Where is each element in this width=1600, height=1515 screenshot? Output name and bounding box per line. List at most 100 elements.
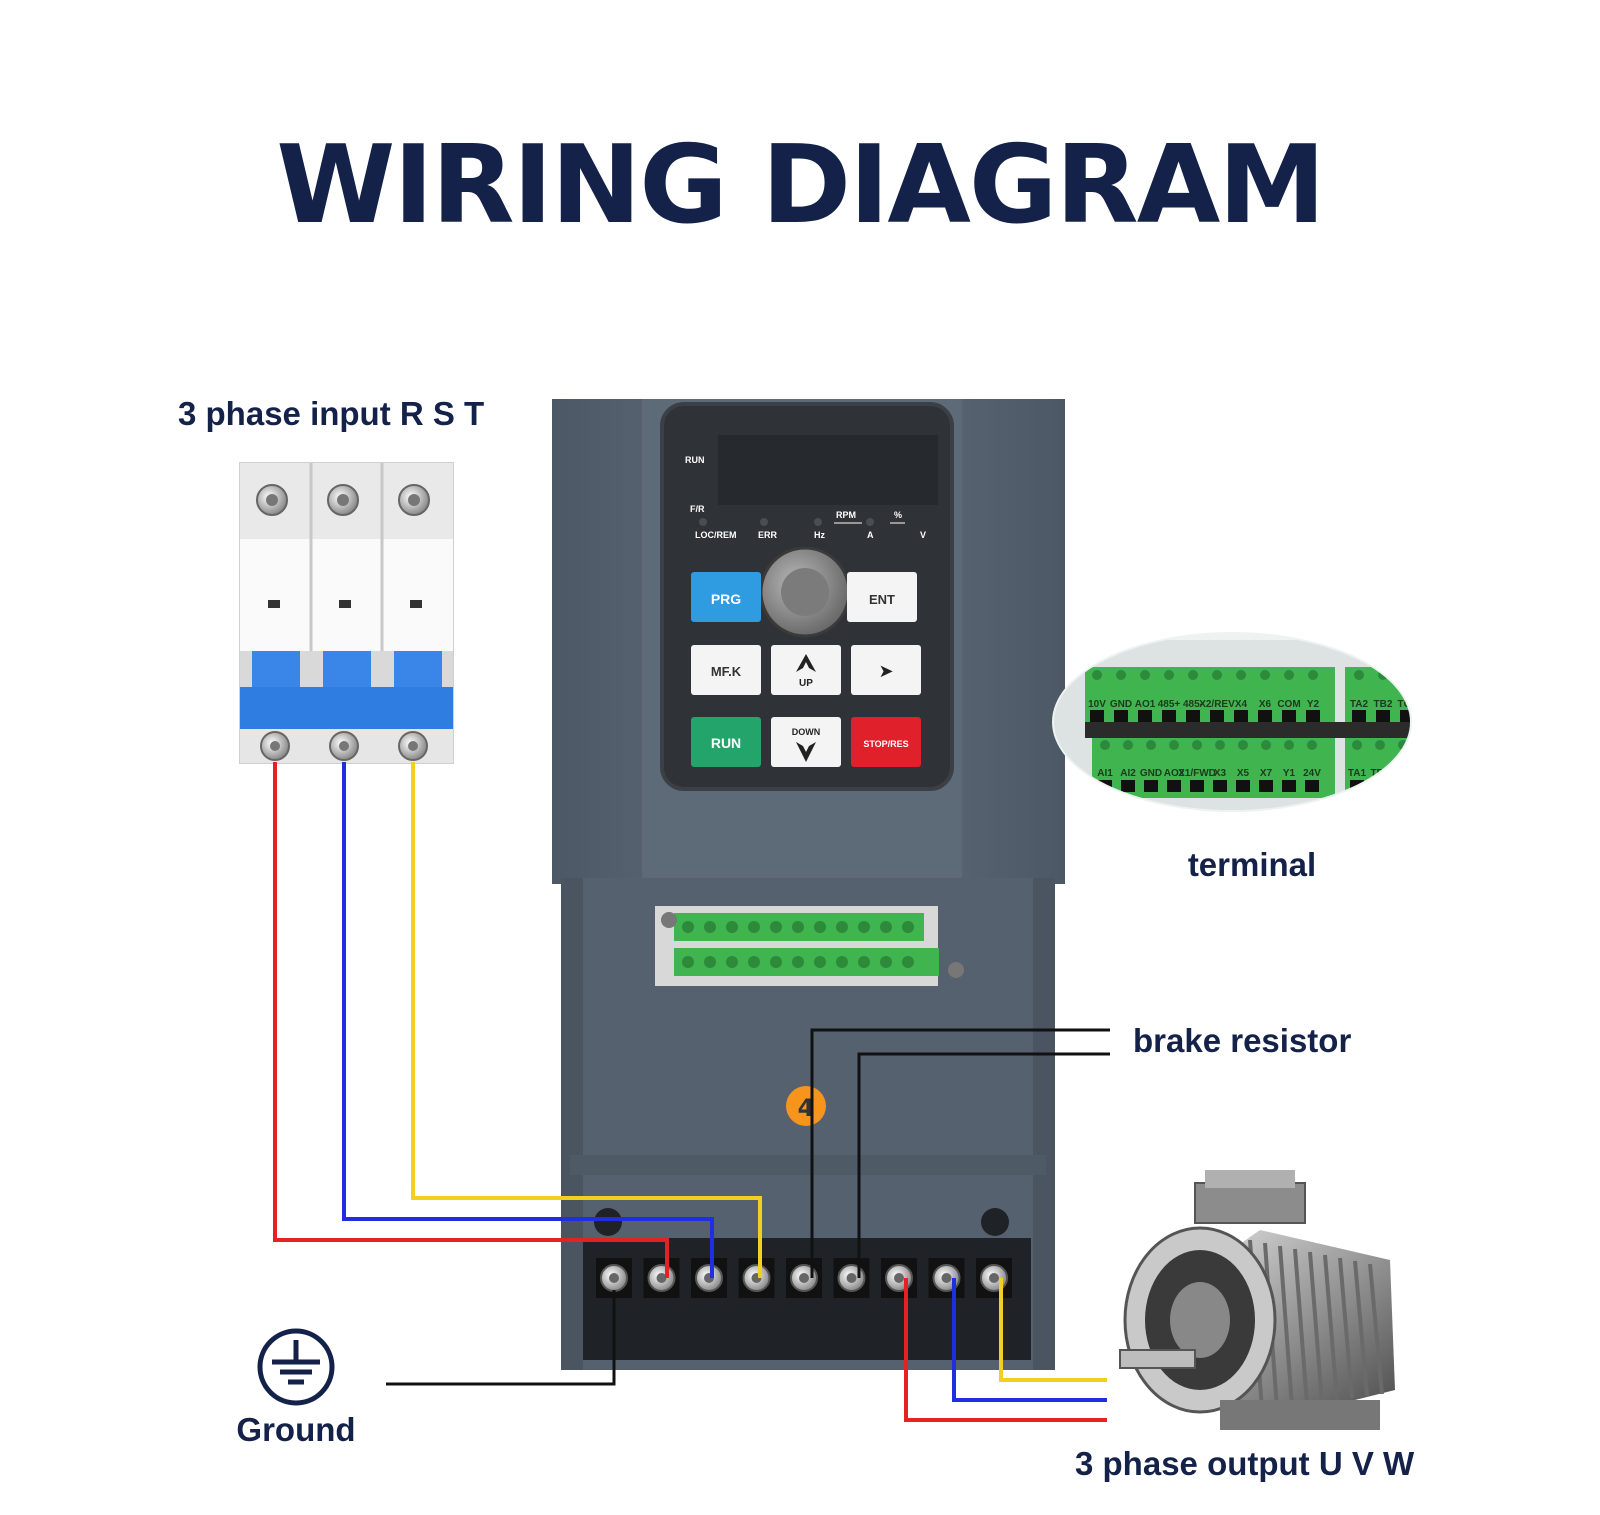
- svg-text:PRG: PRG: [711, 591, 741, 607]
- motor-fin: [1353, 1260, 1369, 1397]
- zoom-screw: [1116, 670, 1126, 680]
- control-screw: [770, 956, 782, 968]
- mfk-key[interactable]: MF.K: [691, 645, 761, 695]
- ground-symbol: Ground: [236, 1328, 356, 1448]
- terminal-pin-label: AI1: [1097, 768, 1113, 779]
- zoom-socket: [1190, 780, 1204, 792]
- shift-key[interactable]: ➤: [851, 645, 921, 695]
- zoom-socket: [1396, 780, 1410, 792]
- zoom-socket: [1090, 710, 1104, 722]
- lcd-display: [718, 435, 938, 505]
- power-screw-center: [941, 1273, 952, 1283]
- control-screw: [726, 956, 738, 968]
- zoom-socket: [1258, 710, 1272, 722]
- terminal-pin-label: X1/FWD: [1178, 768, 1216, 779]
- zoom-socket: [1352, 710, 1366, 722]
- terminal-pin-label: TA1: [1348, 768, 1367, 779]
- power-screw-center: [846, 1273, 857, 1283]
- control-terminal-block: [655, 906, 964, 986]
- zoom-screw: [1212, 670, 1222, 680]
- control-screw: [792, 956, 804, 968]
- terminal-pin-label: 10V: [1088, 699, 1106, 710]
- circuit-breaker: 3 phase input R S T: [178, 395, 484, 764]
- zoom-screw: [1169, 740, 1179, 750]
- brake-resistor-wires: [810, 1028, 1110, 1278]
- motor-fin: [1278, 1245, 1294, 1407]
- control-screw: [682, 956, 694, 968]
- zoom-screw: [1402, 670, 1410, 680]
- terminal-pin-label: TC2: [1398, 699, 1417, 710]
- shift-arrow-icon: ➤: [878, 661, 893, 682]
- zoom-socket: [1186, 710, 1200, 722]
- down-key[interactable]: DOWN: [771, 717, 841, 767]
- zoom-screw: [1261, 740, 1271, 750]
- terminal-pin-label: Y2: [1307, 699, 1320, 710]
- zoom-socket: [1121, 780, 1135, 792]
- terminal-pin-label: AO1: [1135, 699, 1156, 710]
- motor-fin: [1338, 1257, 1354, 1399]
- terminal-pin-label: AO2: [1164, 768, 1185, 779]
- zoom-socket: [1376, 710, 1390, 722]
- zoom-socket: [1305, 780, 1319, 792]
- control-screw: [880, 921, 892, 933]
- zoom-socket: [1373, 780, 1387, 792]
- wire-brake-2: [857, 1052, 1110, 1278]
- ground-icon: [257, 1328, 335, 1406]
- breaker-screw: [327, 484, 359, 516]
- svg-text:4: 4: [798, 1094, 815, 1122]
- wire-r: [273, 762, 669, 1278]
- zoom-screw: [1100, 740, 1110, 750]
- terminal-pin-label: X6: [1259, 699, 1272, 710]
- wire-brake-1: [810, 1028, 1110, 1278]
- zoom-socket: [1259, 780, 1273, 792]
- led-label-rpm: RPM: [836, 510, 856, 520]
- wire-v: [952, 1278, 1107, 1402]
- prg-key[interactable]: PRG: [691, 572, 761, 622]
- control-screw: [836, 956, 848, 968]
- stop-reset-key[interactable]: STOP/RES: [851, 717, 921, 767]
- led-label-err: ERR: [758, 530, 778, 540]
- zoom-screw: [1140, 670, 1150, 680]
- ent-key[interactable]: ENT: [847, 572, 917, 622]
- zoom-socket: [1213, 780, 1227, 792]
- control-screw: [748, 921, 760, 933]
- led-label-fr: F/R: [690, 504, 705, 514]
- control-screw: [814, 956, 826, 968]
- led-label-run: RUN: [685, 455, 705, 465]
- terminal-pin-label: COM: [1277, 699, 1300, 710]
- control-screw: [682, 921, 694, 933]
- control-screw: [704, 956, 716, 968]
- run-key[interactable]: RUN: [691, 717, 761, 767]
- zoom-screw: [1375, 740, 1385, 750]
- wire-u: [904, 1278, 1107, 1422]
- jog-dial[interactable]: [759, 546, 851, 638]
- zoom-screw: [1260, 670, 1270, 680]
- control-screw: [880, 956, 892, 968]
- breaker-screw: [398, 484, 430, 516]
- terminal-pin-label: TB2: [1374, 699, 1393, 710]
- terminal-pin-label: X7: [1260, 768, 1273, 779]
- breaker-screw: [260, 731, 290, 761]
- up-arrow-icon: [796, 654, 816, 672]
- zoom-socket: [1162, 710, 1176, 722]
- zoom-screw: [1146, 740, 1156, 750]
- control-screw: [704, 921, 716, 933]
- terminal-pin-label: 24V: [1303, 768, 1321, 779]
- terminal-pin-label: GND: [1110, 699, 1132, 710]
- output-label: 3 phase output U V W: [1075, 1445, 1415, 1482]
- up-key[interactable]: UP: [771, 645, 841, 695]
- svg-text:UP: UP: [799, 678, 813, 689]
- terminal-pin-label: X3: [1214, 768, 1227, 779]
- control-screw: [792, 921, 804, 933]
- zoom-screw: [1236, 670, 1246, 680]
- terminal-pin-label: 485-: [1183, 699, 1203, 710]
- control-screw: [902, 921, 914, 933]
- wire-ground: [386, 1290, 616, 1386]
- terminal-pin-label: X5: [1237, 768, 1250, 779]
- zoom-screw: [1123, 740, 1133, 750]
- terminal-label: terminal: [1188, 846, 1316, 883]
- led-label-a: A: [867, 530, 874, 540]
- control-screw: [814, 921, 826, 933]
- power-screw-center: [989, 1273, 999, 1283]
